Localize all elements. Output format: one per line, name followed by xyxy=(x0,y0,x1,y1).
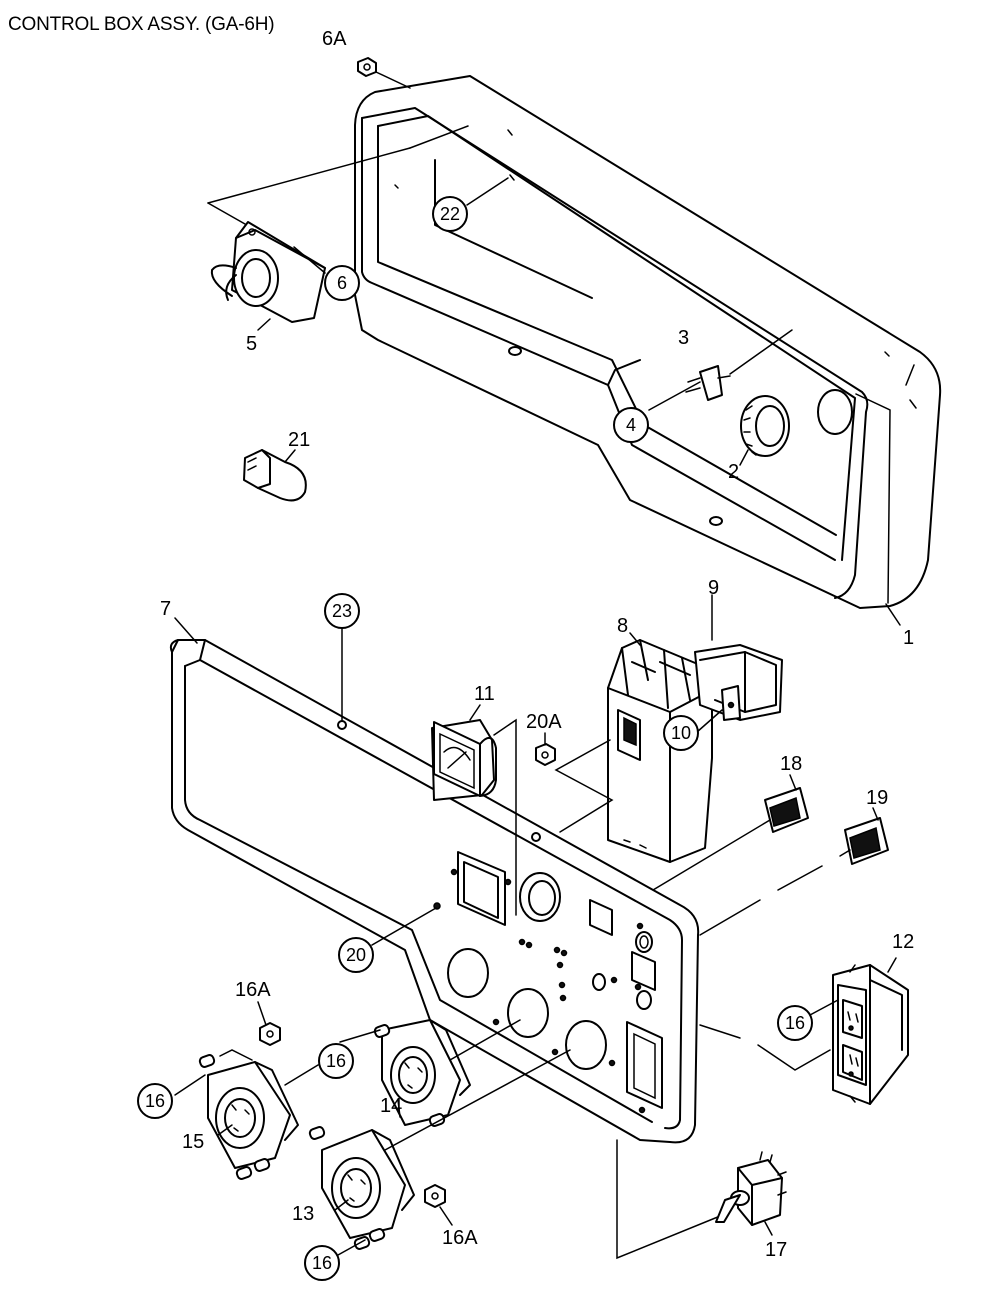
twist-lock-receptacle-14 xyxy=(373,1019,471,1127)
label-19: 19 xyxy=(866,787,888,809)
circle-label-16-left: 16 xyxy=(137,1083,173,1119)
nut-6a xyxy=(357,57,411,89)
svg-text:23: 23 xyxy=(332,601,352,621)
label-16a-lower: 16A xyxy=(442,1227,478,1249)
lamp-socket-5 xyxy=(210,221,326,331)
label-3: 3 xyxy=(678,327,689,349)
svg-text:10: 10 xyxy=(671,723,691,743)
label-11: 11 xyxy=(474,683,495,705)
label-18: 18 xyxy=(780,753,802,775)
label-2: 2 xyxy=(728,461,739,483)
label-20a: 20A xyxy=(526,711,562,733)
svg-text:6: 6 xyxy=(337,273,347,293)
svg-text:16: 16 xyxy=(312,1253,332,1273)
label-21: 21 xyxy=(288,429,310,451)
circle-label-16-receptacle: 16 xyxy=(777,1005,813,1041)
part-labels: 6A 5 3 2 21 7 9 8 11 20A 18 19 12 16A 14… xyxy=(160,28,914,1261)
circle-label-22: 22 xyxy=(432,196,468,232)
terminal-3 xyxy=(648,329,793,411)
twist-lock-receptacle-13 xyxy=(308,1126,415,1250)
label-17: 17 xyxy=(765,1239,787,1261)
circle-label-6: 6 xyxy=(324,265,360,301)
twist-lock-receptacle-15 xyxy=(198,1049,299,1180)
grommet-2 xyxy=(739,395,790,466)
toggle-switch-17 xyxy=(715,1151,787,1236)
nut-16a-lower xyxy=(424,1184,453,1226)
circle-label-16-bottom: 16 xyxy=(304,1245,340,1281)
label-9: 9 xyxy=(708,577,719,599)
diagram-title: CONTROL BOX ASSY. (GA-6H) xyxy=(8,14,275,35)
svg-text:22: 22 xyxy=(440,204,460,224)
circled-labels: 22 6 4 23 10 20 16 16 xyxy=(137,196,813,1281)
nut-16a-upper xyxy=(257,1001,281,1046)
rocker-switch-19 xyxy=(844,807,889,865)
svg-text:16: 16 xyxy=(785,1013,805,1033)
receptacle-12 xyxy=(832,957,909,1105)
svg-text:20: 20 xyxy=(346,945,366,965)
svg-text:4: 4 xyxy=(626,415,636,435)
meter-11 xyxy=(431,719,497,801)
circuit-breaker-8 xyxy=(554,639,713,863)
svg-text:16: 16 xyxy=(145,1091,165,1111)
label-5: 5 xyxy=(246,333,257,355)
label-8: 8 xyxy=(617,615,628,637)
label-13: 13 xyxy=(292,1203,314,1225)
circle-label-20: 20 xyxy=(338,937,374,973)
label-6a: 6A xyxy=(322,28,347,50)
label-14: 14 xyxy=(380,1095,402,1117)
circle-label-16-panel: 16 xyxy=(318,1043,354,1079)
label-15: 15 xyxy=(182,1131,204,1153)
rocker-switch-18 xyxy=(764,774,809,833)
bulb-21 xyxy=(243,449,307,502)
svg-text:16: 16 xyxy=(326,1051,346,1071)
breaker-cover-9 xyxy=(694,644,783,721)
label-1: 1 xyxy=(903,627,914,649)
circle-label-10: 10 xyxy=(663,715,699,751)
circle-label-23: 23 xyxy=(324,593,360,629)
circle-label-4: 4 xyxy=(613,407,649,443)
label-7: 7 xyxy=(160,598,171,620)
front-panel-7 xyxy=(169,639,700,1144)
label-16a-upper: 16A xyxy=(235,979,271,1001)
nut-20a xyxy=(535,732,556,766)
label-12: 12 xyxy=(892,931,914,953)
control-box-housing xyxy=(354,75,942,609)
